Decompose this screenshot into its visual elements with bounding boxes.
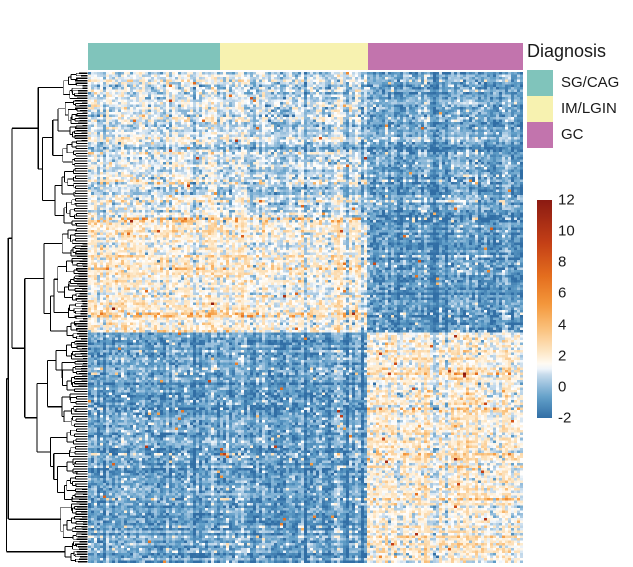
column-annotation-bar [88, 43, 523, 70]
colorbar-gradient [537, 200, 552, 418]
legend-label: IM/LGIN [561, 100, 617, 117]
colorbar-tick-label: 10 [558, 222, 575, 240]
colorbar-group: 12 10 8 6 4 2 0 -2 [537, 193, 627, 426]
colorbar-tick-label: -2 [558, 409, 572, 427]
colorbar-tick-label: 4 [558, 316, 567, 334]
annotation-segment-sg-cag [88, 43, 220, 70]
diagnosis-legend-items: SG/CAG IM/LGIN GC [527, 70, 633, 148]
legend-row-gc: GC [527, 122, 633, 148]
row-dendrogram [4, 72, 88, 563]
row-dendrogram-svg [5, 72, 88, 563]
colorbar-tick-label: 0 [558, 378, 567, 396]
heatmap-canvas [88, 72, 523, 563]
colorbar-tick-label: 12 [558, 191, 575, 209]
legend-swatch-sg-cag [527, 70, 553, 96]
colorbar-tick-label: 6 [558, 284, 567, 302]
legend-label: SG/CAG [561, 74, 620, 91]
diagnosis-legend: Diagnosis SG/CAG IM/LGIN GC [527, 41, 633, 148]
heatmap-panel [88, 72, 523, 563]
legend-swatch-im-lgin [527, 96, 553, 122]
diagnosis-legend-title: Diagnosis [527, 41, 607, 61]
legend-row-sg-cag: SG/CAG [527, 70, 633, 96]
colorbar-tick-label: 8 [558, 253, 567, 271]
legend-swatch-gc [527, 122, 553, 148]
annotation-segment-gc [367, 43, 523, 70]
legend-label: GC [561, 126, 584, 143]
colorbar-tick-label: 2 [558, 347, 567, 365]
annotation-segment-im-lgin [220, 43, 368, 70]
legend-row-im-lgin: IM/LGIN [527, 96, 633, 122]
